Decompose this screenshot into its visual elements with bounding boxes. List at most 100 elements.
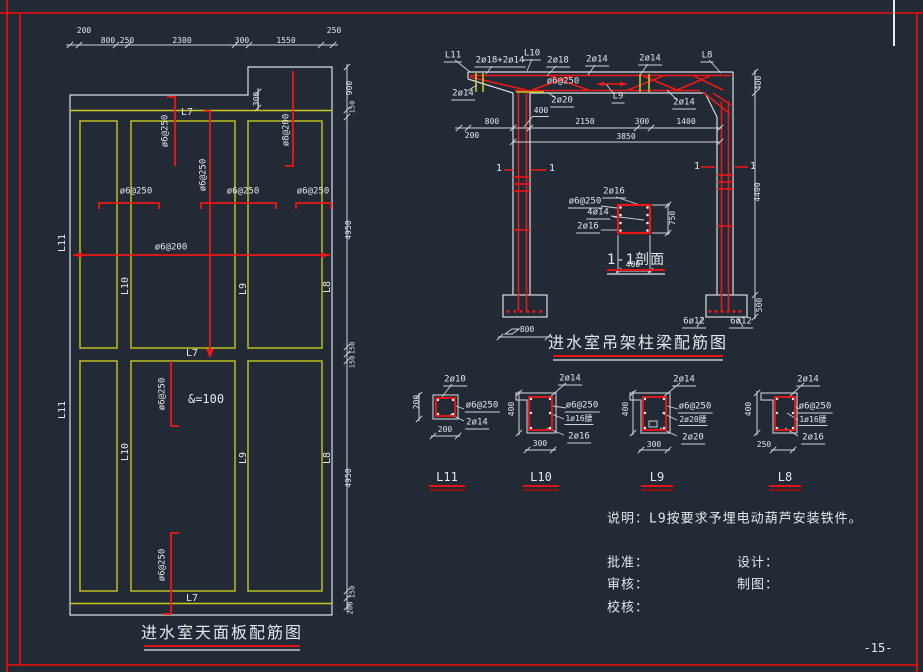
frame-rebar-lines bbox=[469, 74, 748, 311]
lp-rebar: ø6@250 bbox=[119, 186, 153, 197]
lp-top-dim: 250 bbox=[326, 26, 342, 35]
dt-rebar: 2ø14 bbox=[672, 374, 696, 387]
detail-l9 bbox=[629, 389, 672, 454]
page-number: -15- bbox=[863, 641, 893, 655]
lp-beam-l8: L8 bbox=[322, 280, 333, 294]
lp-beam-l8: L8 bbox=[322, 451, 333, 465]
section-title: 1-1剖面 bbox=[606, 252, 666, 268]
plan-rebar-lines bbox=[73, 71, 332, 615]
dt-dim: 300 bbox=[646, 440, 662, 449]
lp-top-dim: 2300 bbox=[172, 36, 192, 45]
dt-rebar: 2ø16 bbox=[801, 432, 825, 445]
section-mark: 1 bbox=[693, 161, 701, 172]
dt-rebar: 2ø14 bbox=[796, 374, 820, 387]
lp-top-dim: 250 bbox=[119, 36, 135, 45]
fr-dim: 300 bbox=[634, 117, 650, 126]
fr-rebar: 2ø14 bbox=[672, 97, 696, 110]
lp-beam-l9: L9 bbox=[238, 282, 249, 296]
s11-dim: 750 bbox=[668, 210, 677, 226]
dt-rebar: 2ø20 bbox=[681, 432, 705, 445]
fr-rebar: 2ø14 bbox=[638, 53, 662, 66]
fr-rebar: 2ø18 bbox=[546, 55, 570, 68]
dt-dim: 200 bbox=[437, 425, 453, 434]
fr-dim: 800 bbox=[484, 117, 500, 126]
s11-rebar: 4ø14 bbox=[586, 207, 610, 220]
footing-rebar-dots bbox=[506, 310, 742, 313]
lp-top-dim: 300 bbox=[234, 36, 250, 45]
detail-l8 bbox=[753, 389, 798, 454]
dt-rebar: 2ø20腰 bbox=[678, 415, 708, 426]
plan-title: 进水室天面板配筋图 bbox=[140, 623, 304, 642]
lp-beam-l10: L10 bbox=[120, 442, 131, 462]
lp-thickness-label: &=100 bbox=[187, 392, 225, 406]
fr-label-l8: L8 bbox=[700, 50, 714, 63]
fr-label-l9: L9 bbox=[611, 91, 625, 104]
fr-vdim: 500 bbox=[755, 297, 764, 313]
fr-dim: 3850 bbox=[616, 132, 636, 141]
fr-rebar: 2ø18+2ø14 bbox=[474, 55, 526, 68]
plan-slab-edges bbox=[70, 109, 332, 605]
frame-dim-lines bbox=[455, 70, 756, 338]
dt-rebar: ø6@250 bbox=[677, 401, 713, 414]
s11-dim: 400 bbox=[625, 260, 641, 269]
lp-beam-l11: L11 bbox=[57, 400, 68, 420]
fr-dim: 200 bbox=[464, 131, 480, 140]
fr-label-l11: L11 bbox=[443, 50, 463, 63]
dt-title-l10: L10 bbox=[530, 470, 552, 484]
dt-dim: 200 bbox=[412, 394, 421, 410]
field-draft: 制图： bbox=[737, 577, 780, 593]
fr-dim: 1400 bbox=[676, 117, 696, 126]
s11-rebar: ø6@250 bbox=[567, 196, 603, 209]
fr-vdim: 400 bbox=[754, 75, 763, 91]
lp-notch-dim: 300 bbox=[252, 91, 261, 107]
dt-rebar: 2ø16 bbox=[567, 431, 591, 444]
lp-right-dim: 150 bbox=[348, 355, 357, 369]
section-mark: 1 bbox=[495, 163, 503, 174]
footing-rebar: 6ø12 bbox=[729, 316, 753, 329]
lp-beam-l7: L7 bbox=[185, 348, 199, 359]
lp-rebar: ø6@250 bbox=[296, 186, 330, 197]
dt-dim: 250 bbox=[756, 440, 772, 449]
dt-dim: 300 bbox=[532, 439, 548, 448]
field-approve: 批准： bbox=[607, 555, 650, 571]
plan-outline bbox=[69, 66, 333, 616]
fr-footing-dim: 800 bbox=[519, 325, 535, 334]
fr-rebar: 2ø20 bbox=[550, 95, 574, 108]
field-check: 校核： bbox=[607, 600, 650, 616]
footing-rebar: 6ø12 bbox=[682, 316, 706, 329]
dt-dim: 400 bbox=[507, 401, 516, 417]
lp-beam-l9: L9 bbox=[238, 451, 249, 465]
frame-outline bbox=[467, 71, 748, 318]
lp-beam-l11: L11 bbox=[57, 233, 68, 253]
lp-rebar: ø6@250 bbox=[198, 158, 209, 192]
dt-rebar: ø6@250 bbox=[464, 400, 500, 413]
lp-right-dim: 4950 bbox=[344, 468, 353, 488]
dt-rebar: 1ø16腰 bbox=[798, 415, 828, 426]
lp-right-dim: 900 bbox=[345, 80, 354, 96]
note-text: 说明：L9按要求予埋电动葫芦安装铁件。 bbox=[607, 511, 863, 527]
title-underlines bbox=[144, 269, 801, 651]
lp-beam-l7: L7 bbox=[180, 107, 194, 118]
frame-title: 进水室吊架柱梁配筋图 bbox=[547, 333, 729, 352]
dt-dim: 400 bbox=[621, 401, 630, 417]
field-review: 审核： bbox=[607, 577, 650, 593]
lp-top-dim: 800 bbox=[100, 36, 116, 45]
lp-right-dim: 150 bbox=[348, 585, 357, 599]
dt-rebar: ø6@250 bbox=[797, 401, 833, 414]
dt-dim: 400 bbox=[744, 401, 753, 417]
dt-rebar: ø6@250 bbox=[564, 400, 600, 413]
dt-title-l11: L11 bbox=[436, 470, 458, 484]
lp-right-dim: 150 bbox=[348, 100, 357, 114]
dt-rebar: 1ø16腰 bbox=[564, 414, 594, 425]
beam-stirrup-marks bbox=[475, 73, 650, 93]
lp-rebar: ø6@200 bbox=[154, 242, 188, 253]
lp-right-dim: 4950 bbox=[344, 220, 353, 240]
fr-vdim: 4400 bbox=[753, 182, 762, 202]
s11-rebar: 2ø16 bbox=[602, 186, 626, 199]
lp-rebar: ø6@250 bbox=[160, 114, 171, 148]
fr-dim: 400 bbox=[532, 106, 550, 117]
field-design: 设计： bbox=[737, 555, 780, 571]
